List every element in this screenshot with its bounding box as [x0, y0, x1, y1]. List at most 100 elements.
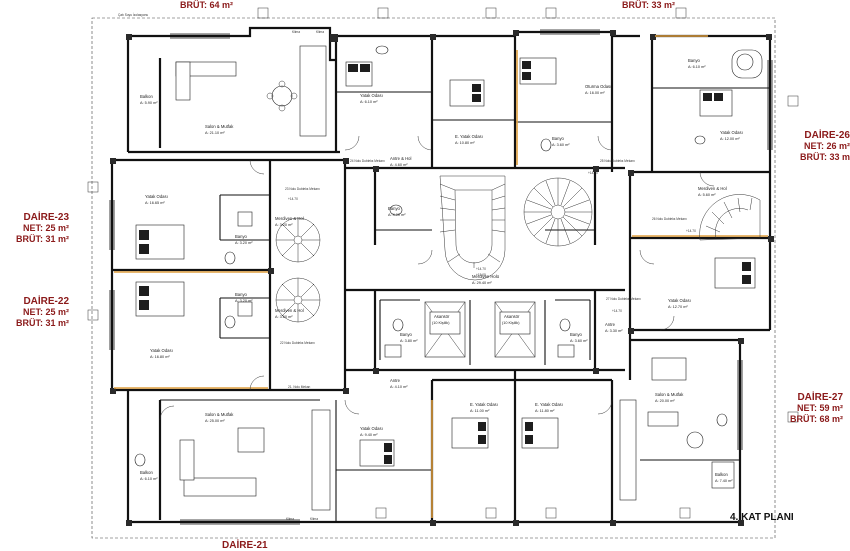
- room-name: Antre & Hol: [390, 156, 411, 161]
- spiral-stair-26: [699, 194, 761, 241]
- structural-columns: [110, 30, 774, 526]
- central-stair-left: [439, 175, 506, 281]
- apartment-27-label: DAİRE-27 NET: 59 m² BRÜT: 68 m²: [790, 392, 843, 425]
- room-area: A: 21.10 m²: [205, 131, 225, 135]
- shaft-label: 25 Nolu Dubleks Mekanı: [600, 159, 635, 163]
- room-area: A: 3.80 m²: [400, 339, 418, 343]
- bath-fixtures: [134, 45, 754, 467]
- room-name: Banyo: [570, 332, 583, 337]
- central-stair-right: [523, 177, 593, 247]
- room-name: Yatak Odası: [360, 426, 383, 431]
- room-area: A: 7.40 m²: [715, 479, 733, 483]
- room-name: Banyo: [388, 206, 401, 211]
- spiral-stair-23: [275, 217, 321, 263]
- apartment-25-brut: BRÜT: 33 m²: [622, 0, 676, 10]
- ac-tag: Klima: [292, 30, 300, 34]
- apartment-26-brut: BRÜT: 33 m: [800, 152, 850, 162]
- room-area: A: 5.90 m²: [140, 101, 158, 105]
- shaft-label: 26 Nolu Dubleks Mekanı: [652, 217, 687, 221]
- room-area: A: 12.00 m²: [720, 137, 740, 141]
- shaft-label: 21. Nolu Mekan: [288, 385, 311, 389]
- windows: [109, 29, 773, 525]
- room-area: A: 4.00 m²: [388, 213, 406, 217]
- apartment-22-brut: BRÜT: 31 m²: [16, 318, 70, 328]
- room-area: A: 16.80 m²: [150, 355, 170, 359]
- elevation-mark: +14.70: [476, 267, 486, 271]
- apartment-23-name: DAİRE-23: [23, 212, 70, 223]
- ac-tag: Klima: [286, 517, 294, 521]
- room-area: A: 3.60 m²: [570, 339, 588, 343]
- room-area: A: 3.20 m²: [235, 299, 253, 303]
- apartment-20-brut: BRÜT: 64 m²: [180, 0, 234, 10]
- room-area: A: 29.40 m²: [472, 281, 492, 285]
- living-furniture: [175, 45, 763, 511]
- room-name: E. Yatak Odası: [470, 402, 498, 407]
- shaft-label: 23 Nolu Dubleks Mekanı: [285, 187, 320, 191]
- apartment-23-net: NET: 25 m²: [23, 223, 70, 233]
- grid-markers: [87, 7, 799, 519]
- plan-title: 4. KAT PLANI: [730, 512, 794, 523]
- room-labels: Balkon A: 5.90 m² Salon & Mutfak A: 21.1…: [140, 58, 743, 483]
- room-area: A: 3.60 m²: [275, 315, 293, 319]
- shaft-labels: 24 Nolu Dubleks Mekanı 23 Nolu Dubleks M…: [280, 159, 687, 389]
- shaft-label: 24 Nolu Dubleks Mekanı: [350, 159, 385, 163]
- elevators: [424, 301, 536, 358]
- room-name: E. Yatak Odası: [535, 402, 563, 407]
- apartment-25-label: BRÜT: 33 m²: [622, 0, 675, 11]
- apartment-22-label: DAİRE-22 NET: 25 m² BRÜT: 31 m²: [16, 296, 69, 329]
- apartment-22-net: NET: 25 m²: [23, 307, 70, 317]
- room-area: A: 9.40 m²: [360, 433, 378, 437]
- elevation-mark: +14.70: [588, 171, 598, 175]
- room-area: A: 3.20 m²: [235, 241, 253, 245]
- shaft-label: 27 Nolu Dubleks Mekanı: [606, 297, 641, 301]
- walls: [110, 26, 772, 524]
- apartment-26-name: DAİRE-26: [804, 130, 850, 141]
- room-area: A: 4.60 m²: [390, 163, 408, 167]
- room-area: A: 6.10 m²: [140, 477, 158, 481]
- site-boundary: [91, 17, 776, 539]
- room-area: A: 6.10 m²: [688, 65, 706, 69]
- room-area: A: 12.70 m²: [668, 305, 688, 309]
- apartment-23-label: DAİRE-23 NET: 25 m² BRÜT: 31 m²: [16, 212, 69, 245]
- apartment-22-name: DAİRE-22: [23, 296, 70, 307]
- room-area: A: 6.10 m²: [360, 100, 378, 104]
- room-area: A: 25.00 m²: [205, 419, 225, 423]
- room-name: Salon & Mutfak: [205, 412, 234, 417]
- room-area: A: 11.80 m²: [535, 409, 555, 413]
- room-name: Banyo: [235, 292, 248, 297]
- room-name: Yatak Odası: [668, 298, 691, 303]
- room-area: A: 16.00 m²: [585, 91, 605, 95]
- partitions: [160, 87, 770, 522]
- room-name: Yatak Odası: [360, 93, 383, 98]
- elevation-mark: +14.70: [288, 197, 298, 201]
- room-name: Yatak Odası: [150, 348, 173, 353]
- room-name: Salon & Mutfak: [205, 124, 234, 129]
- room-area: (10 Kişilik): [502, 321, 520, 325]
- roof-note: Çatı Suyu İzolasyonu: [118, 12, 148, 17]
- room-name: Balkon: [140, 94, 153, 99]
- apartment-23-brut: BRÜT: 31 m²: [16, 234, 70, 244]
- room-area: A: 11.00 m²: [470, 409, 490, 413]
- elevation-mark: +15.05: [476, 273, 486, 277]
- elevation-mark: +14.70: [686, 229, 696, 233]
- room-name: Yatak Odası: [145, 194, 168, 199]
- apartment-27-brut: BRÜT: 68 m²: [790, 414, 844, 424]
- room-name: Antre: [390, 378, 401, 383]
- apartment-26-net: NET: 26 m²: [803, 141, 850, 151]
- room-name: Banyo: [552, 136, 565, 141]
- room-name: Merdiven & Hol: [275, 308, 304, 313]
- room-area: A: 3.60 m²: [552, 143, 570, 147]
- elevation-mark: +14.70: [612, 309, 622, 313]
- apartment-27-net: NET: 59 m²: [797, 403, 844, 413]
- apartment-27-name: DAİRE-27: [797, 392, 844, 403]
- room-name: Merdiven & Hol: [698, 186, 727, 191]
- ac-tag: Klima: [316, 30, 324, 34]
- room-name: Merdiven Holü: [472, 274, 500, 279]
- room-area: (10 Kişilik): [432, 321, 450, 325]
- door-swings: [159, 135, 715, 421]
- room-area: A: 3.20 m²: [275, 223, 293, 227]
- room-name: Asansör: [504, 314, 520, 319]
- room-name: Yatak Odası: [720, 130, 743, 135]
- room-area: A: 20.00 m²: [655, 399, 675, 403]
